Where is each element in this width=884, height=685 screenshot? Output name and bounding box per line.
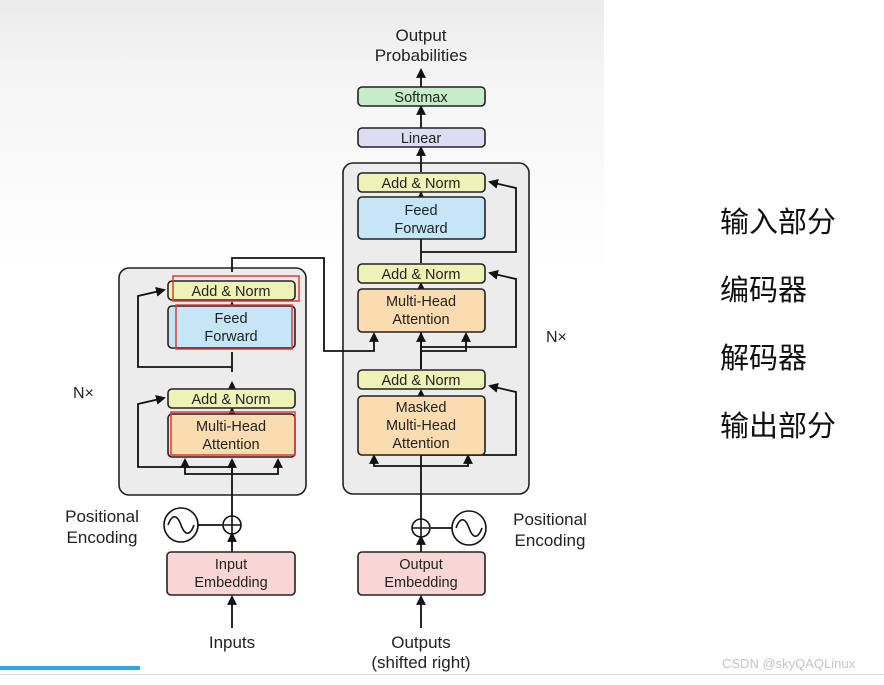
- encoder-add-norm-bottom-label: Add & Norm: [192, 392, 271, 408]
- section-decoder: 解码器: [720, 341, 808, 375]
- encoder-add-norm-top-label: Add & Norm: [192, 284, 271, 300]
- decoder-add-norm-top: [357, 172, 486, 193]
- encoder-adder-icon: [222, 515, 242, 535]
- output-embedding-box: [357, 551, 486, 596]
- section-input: 输入部分: [720, 205, 837, 239]
- decoder-feed-forward-line2: Forward: [394, 221, 447, 237]
- positional-encoding-wave-icon: [163, 507, 199, 543]
- transformer-diagram-panel: Softmax Linear Add & Norm Feed Forward A…: [0, 0, 604, 680]
- outputs-label-line2: (shifted right): [371, 653, 470, 672]
- section-encoder: 编码器: [720, 273, 808, 307]
- decoder-add-norm-bottom-label: Add & Norm: [382, 373, 461, 389]
- inputs-label: Inputs: [209, 633, 255, 652]
- positional-encoding-left-line1: Positional: [65, 507, 139, 526]
- decoder-add-norm-bottom: [357, 369, 486, 390]
- linear-label: Linear: [401, 131, 441, 147]
- output-probabilities-line2: Probabilities: [375, 46, 468, 65]
- section-output: 输出部分: [720, 409, 837, 443]
- encoder-attention-line2: Attention: [202, 437, 259, 453]
- softmax-box: [357, 86, 486, 107]
- decoder-adder-icon: [411, 518, 431, 538]
- output-embedding-line2: Embedding: [384, 575, 457, 591]
- decoder-feed-forward: [357, 196, 486, 240]
- input-embedding-line2: Embedding: [194, 575, 267, 591]
- output-probabilities-line1: Output: [395, 26, 446, 45]
- positional-encoding-left-line2: Encoding: [67, 528, 138, 547]
- output-embedding-line1: Output: [399, 557, 443, 573]
- input-embedding-line1: Input: [215, 557, 247, 573]
- decoder-add-norm-top-label: Add & Norm: [382, 176, 461, 192]
- decoder-masked-attention: [357, 395, 486, 456]
- highlight-feed-forward: [175, 304, 293, 350]
- positional-encoding-right-line1: Positional: [513, 510, 587, 529]
- decoder-nx-label: N×: [546, 329, 567, 346]
- softmax-label: Softmax: [394, 90, 448, 106]
- decoder-masked-line2: Multi-Head: [386, 418, 456, 434]
- highlight-attention: [170, 411, 296, 456]
- decoder-add-norm-mid-label: Add & Norm: [382, 267, 461, 283]
- decoder-masked-line3: Attention: [392, 436, 449, 452]
- decoder-masked-line1: Masked: [396, 400, 447, 416]
- encoder-feed-forward-line1: Feed: [214, 311, 247, 327]
- section-list: 输入部分 编码器 解码器 输出部分: [720, 196, 836, 468]
- decoder-add-norm-mid: [357, 263, 486, 284]
- encoder-nx-label: N×: [73, 385, 94, 402]
- encoder-feed-forward: [167, 305, 296, 349]
- positional-encoding-wave-icon: [451, 510, 487, 546]
- transformer-diagram: Softmax Linear Add & Norm Feed Forward A…: [65, 26, 587, 672]
- bottom-divider: [0, 674, 884, 675]
- encoder-add-norm-top: [167, 280, 296, 301]
- decoder-attention-line2: Attention: [392, 312, 449, 328]
- outputs-label-line1: Outputs: [391, 633, 451, 652]
- connector-lines: [137, 68, 517, 628]
- encoder-add-norm-bottom: [167, 388, 296, 409]
- positional-encoding-right-line2: Encoding: [515, 531, 586, 550]
- highlight-boxes: [170, 275, 300, 456]
- linear-box: [357, 127, 486, 148]
- progress-line: [0, 666, 140, 670]
- watermark: CSDN @skyQAQLinux: [722, 656, 856, 671]
- input-embedding-box: [166, 551, 296, 596]
- encoder-feed-forward-line2: Forward: [204, 329, 257, 345]
- encoder-attention-line1: Multi-Head: [196, 419, 266, 435]
- decoder-multi-head-attention: [357, 288, 486, 333]
- decoder-attention-line1: Multi-Head: [386, 294, 456, 310]
- decoder-feed-forward-line1: Feed: [404, 203, 437, 219]
- highlight-add-norm: [172, 275, 300, 302]
